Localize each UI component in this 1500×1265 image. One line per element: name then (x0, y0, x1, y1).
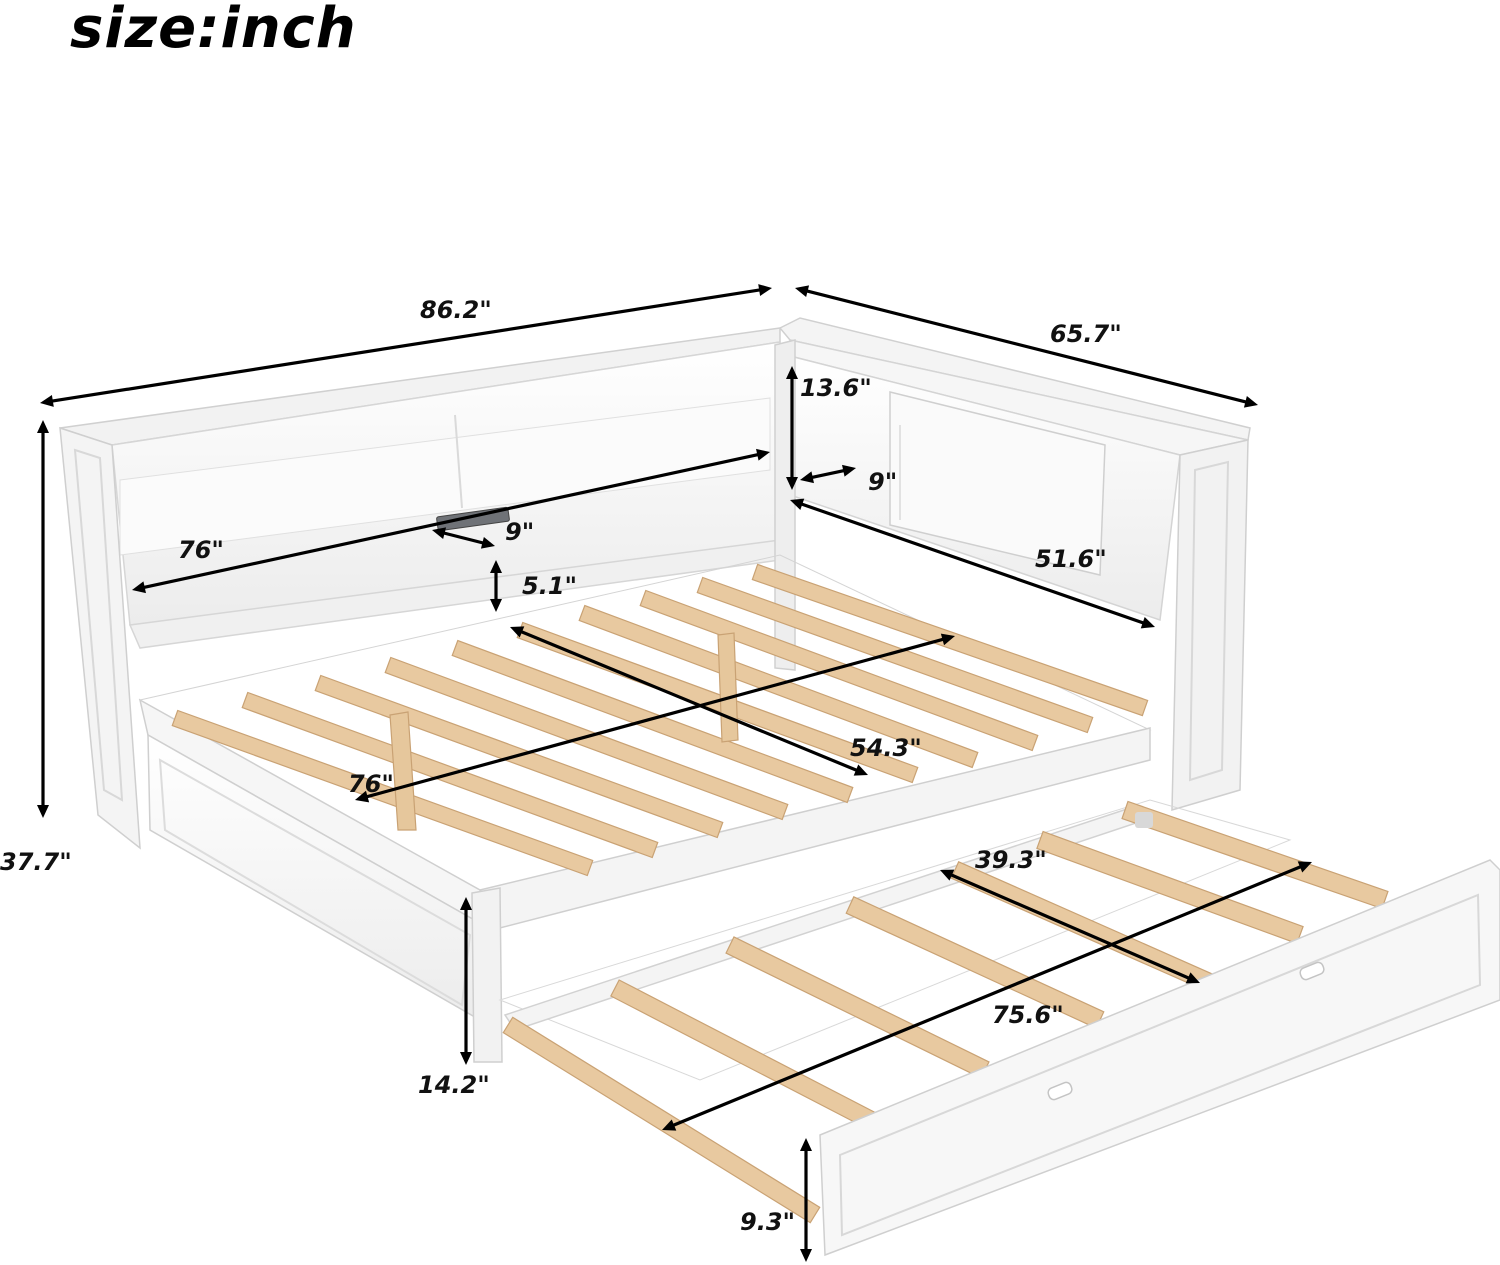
dim-label-back-shelf-length: 76" (178, 536, 224, 564)
dim-label-overall-width: 65.7" (1050, 320, 1122, 348)
dim-label-overall-length: 86.2" (420, 296, 492, 324)
main-slat (696, 576, 1094, 734)
trundle-slat (1121, 800, 1389, 910)
arrow-shelf-gap (490, 560, 502, 612)
trundle (498, 799, 1500, 1257)
arrow-mattress-length (355, 633, 955, 803)
arrow-overall-length (40, 284, 772, 407)
center-support-leg (389, 711, 417, 831)
arrow-total-height (37, 420, 49, 818)
main-slat (384, 656, 789, 821)
arrow-bed-clearance (460, 897, 472, 1065)
dim-label-total-height: 37.7" (0, 848, 72, 876)
dim-label-trundle-width: 39.3" (975, 846, 1047, 874)
arrow-overall-width (795, 285, 1258, 408)
dim-label-trundle-length: 75.6" (992, 1001, 1064, 1029)
dim-label-shelf-height: 13.6" (800, 374, 872, 402)
dimension-arrows (37, 284, 1312, 1262)
dim-label-bed-clearance: 14.2" (418, 1071, 490, 1099)
main-slat (578, 604, 979, 769)
dim-label-trundle-height: 9.3" (740, 1208, 795, 1236)
arrow-side-shelf-length (790, 498, 1155, 629)
main-slat (451, 639, 854, 804)
dim-label-shelf-gap: 5.1" (522, 572, 577, 600)
arrow-trundle-width (940, 869, 1200, 984)
arrow-trundle-height (800, 1138, 812, 1262)
dim-label-side-shelf-length: 51.6" (1035, 545, 1107, 573)
trundle-slat (845, 896, 1105, 1029)
trundle-slat (725, 936, 990, 1079)
arrow-shelf-height (786, 366, 798, 490)
dim-label-mattress-width: 54.3" (850, 734, 922, 762)
dim-label-side-shelf-depth: 9" (868, 468, 897, 496)
page-title: size:inch (70, 0, 357, 61)
trundle-slats (502, 800, 1389, 1224)
trundle-slat (502, 1016, 821, 1224)
main-slat (639, 589, 1039, 752)
dim-label-mattress-length: 76" (348, 770, 394, 798)
trundle-slat (1036, 830, 1304, 945)
arrow-side-shelf-depth (800, 464, 856, 484)
caster-wheel (1135, 812, 1153, 828)
daybed-frame (59, 317, 1251, 1063)
arrow-trundle-length (662, 861, 1312, 1131)
dim-label-back-shelf-depth: 9" (505, 518, 534, 546)
arrow-back-shelf-length (132, 448, 770, 594)
rear-support-leg (717, 632, 739, 743)
arrow-back-shelf-depth (432, 527, 495, 549)
arrow-mattress-width (510, 626, 868, 776)
